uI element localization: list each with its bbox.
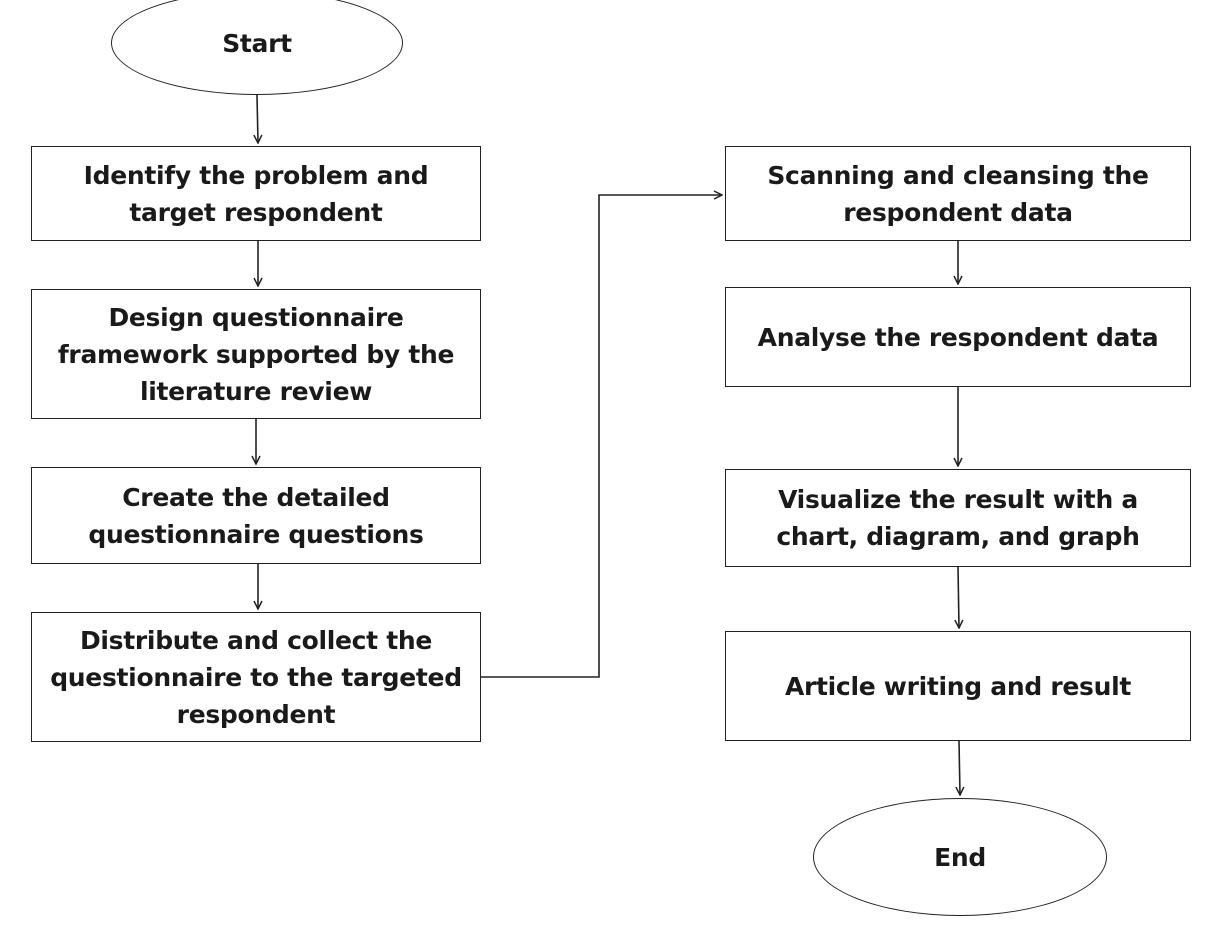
step-identify-problem-label: Identify the problem and target responde… (83, 160, 429, 227)
step-scan-cleanse-label: Scanning and cleansing the respondent da… (767, 160, 1149, 227)
step-create-questions-label: Create the detailed questionnaire questi… (88, 482, 424, 549)
step-create-questions: Create the detailed questionnaire questi… (31, 467, 481, 564)
start-terminal: Start (111, 0, 403, 95)
arrow-start-to-step1 (257, 94, 258, 143)
step-design-framework-label: Design questionnaire framework supported… (57, 302, 455, 406)
step-visualize-result: Visualize the result with a chart, diagr… (725, 469, 1191, 567)
step-design-framework: Design questionnaire framework supported… (31, 289, 481, 419)
step-distribute-collect: Distribute and collect the questionnaire… (31, 612, 481, 742)
step-distribute-collect-label: Distribute and collect the questionnaire… (50, 625, 462, 729)
arrow-step7-to-step8 (958, 566, 959, 628)
end-terminal: End (813, 798, 1107, 916)
arrow-step4-to-step5 (481, 195, 722, 678)
step-visualize-result-label: Visualize the result with a chart, diagr… (776, 485, 1140, 551)
arrow-step8-to-end (959, 740, 960, 795)
step-article-writing-label: Article writing and result (784, 671, 1132, 701)
step-scan-cleanse: Scanning and cleansing the respondent da… (725, 146, 1191, 241)
end-label: End (934, 842, 986, 872)
start-label: Start (222, 28, 292, 58)
step-article-writing: Article writing and result (725, 631, 1191, 741)
step-identify-problem: Identify the problem and target responde… (31, 146, 481, 241)
step-analyse-data: Analyse the respondent data (725, 287, 1191, 387)
step-analyse-data-label: Analyse the respondent data (757, 322, 1159, 352)
